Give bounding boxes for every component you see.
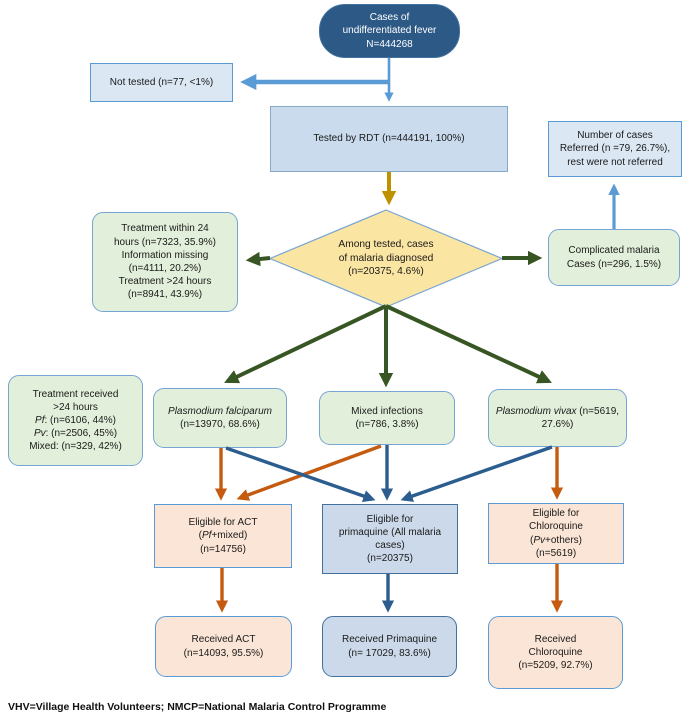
not-tested-label: Not tested (n=77, <1%)	[109, 76, 214, 88]
eligible-chloroquine-node: Eligible for Chloroquine (Pv+others) (n=…	[488, 503, 624, 564]
eligible-primaquine-node: Eligible for primaquine (All malaria cas…	[322, 504, 458, 574]
footer-abbreviations: VHV=Village Health Volunteers; NMCP=Nati…	[8, 701, 387, 713]
falciparum-node: Plasmodium falciparum (n=13970, 68.6%)	[153, 388, 287, 448]
fever-cases-label: Cases of undifferentiated fever N=444268	[342, 12, 437, 50]
treatment-received-note: Treatment received >24 hours Pf: (n=6106…	[8, 375, 143, 466]
vivax-node: Plasmodium vivax (n=5619, 27.6%)	[488, 389, 627, 447]
received-chloroquine-node: Received Chloroquine (n=5209, 92.7%)	[488, 616, 623, 689]
received-act-label: Received ACT (n=14093, 95.5%)	[183, 634, 264, 659]
malaria-diagnosed-label: Among tested, cases of malaria diagnosed…	[338, 239, 434, 278]
not-tested-node: Not tested (n=77, <1%)	[90, 63, 233, 102]
received-chloroquine-label: Received Chloroquine (n=5209, 92.7%)	[518, 633, 593, 672]
treatment-received-pf: Pf: (n=6106, 44%)	[35, 414, 116, 426]
eligible-act-line1: Eligible for ACT	[188, 517, 258, 529]
treatment-received-pv: Pv: (n=2506, 45%)	[33, 428, 118, 440]
falciparum-label: Plasmodium falciparum (n=13970, 68.6%)	[168, 405, 272, 430]
mixed-infections-node: Mixed infections (n=786, 3.8%)	[319, 391, 455, 445]
received-primaquine-node: Received Primaquine (n= 17029, 83.6%)	[322, 616, 457, 677]
treatment-timing-label: Treatment within 24 hours (n=7323, 35.9%…	[113, 223, 216, 301]
eligible-act-node: Eligible for ACT (Pf+mixed) (n=14756)	[154, 504, 292, 568]
malaria-diagnosed-decision: Among tested, cases of malaria diagnosed…	[276, 216, 496, 301]
treatment-timing-node: Treatment within 24 hours (n=7323, 35.9%…	[92, 212, 238, 312]
referred-cases-node: Number of cases Referred (n =79, 26.7%),…	[548, 121, 682, 177]
eligible-primaquine-label: Eligible for primaquine (All malaria cas…	[338, 513, 442, 565]
tested-rdt-label: Tested by RDT (n=444191, 100%)	[313, 133, 465, 145]
eligible-act-line3: (n=14756)	[200, 543, 246, 555]
vivax-label: Plasmodium vivax (n=5619, 27.6%)	[495, 405, 620, 430]
treatment-received-line1: Treatment received	[32, 388, 119, 400]
eligible-act-line2: (Pf+mixed)	[198, 530, 248, 542]
complicated-malaria-label: Complicated malaria Cases (n=296, 1.5%)	[566, 245, 662, 270]
complicated-malaria-node: Complicated malaria Cases (n=296, 1.5%)	[548, 229, 680, 286]
eligible-chloroquine-line1: Eligible for	[532, 508, 580, 520]
received-act-node: Received ACT (n=14093, 95.5%)	[155, 616, 292, 677]
tested-rdt-node: Tested by RDT (n=444191, 100%)	[270, 106, 508, 172]
eligible-chloroquine-line4: (n=5619)	[535, 547, 577, 559]
treatment-received-line2: >24 hours	[53, 401, 98, 413]
fever-cases-node: Cases of undifferentiated fever N=444268	[319, 4, 460, 58]
mixed-infections-label: Mixed infections (n=786, 3.8%)	[351, 405, 423, 430]
referred-cases-label: Number of cases Referred (n =79, 26.7%),…	[559, 130, 671, 168]
treatment-received-mixed: Mixed: (n=329, 42%)	[29, 441, 122, 453]
eligible-chloroquine-line2: Chloroquine	[529, 521, 583, 533]
received-primaquine-label: Received Primaquine (n= 17029, 83.6%)	[341, 634, 438, 659]
eligible-chloroquine-line3: (Pv+others)	[530, 534, 582, 546]
